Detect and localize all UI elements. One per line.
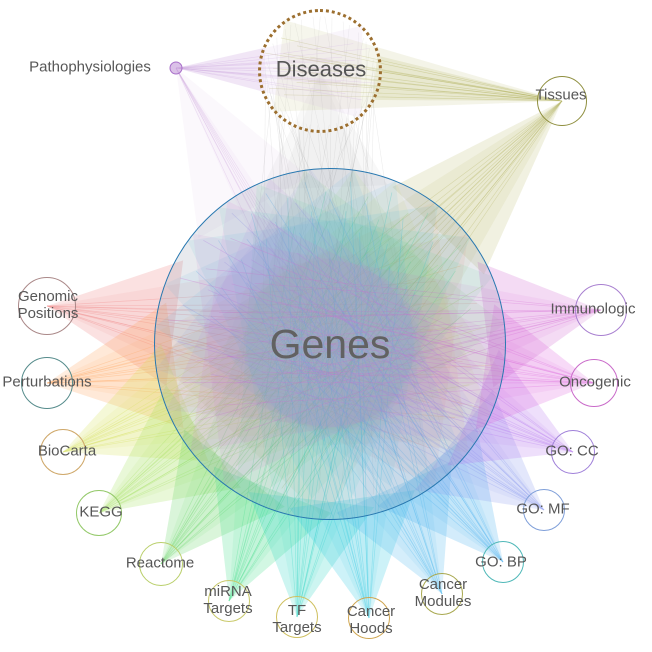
- node-label-go-cc[interactable]: GO: CC: [545, 442, 599, 460]
- node-label-immunologic[interactable]: Immunologic: [550, 300, 636, 318]
- node-label-diseases[interactable]: Diseases: [275, 56, 367, 82]
- node-cancer-hoods[interactable]: [348, 597, 390, 639]
- node-go-mf[interactable]: [523, 489, 565, 531]
- node-label-mirna-targets[interactable]: miRNA Targets: [203, 583, 253, 617]
- node-pathophysiologies[interactable]: [169, 61, 183, 75]
- node-label-genes[interactable]: Genes: [269, 321, 391, 368]
- node-reactome[interactable]: [139, 542, 183, 586]
- node-label-pathophysiologies[interactable]: Pathophysiologies: [29, 58, 151, 76]
- node-label-go-bp[interactable]: GO: BP: [475, 553, 527, 571]
- node-label-reactome[interactable]: Reactome: [125, 554, 195, 572]
- node-go-bp[interactable]: [482, 541, 524, 583]
- node-kegg[interactable]: [76, 490, 122, 536]
- node-label-tf-targets[interactable]: TF Targets: [272, 602, 322, 636]
- node-go-cc[interactable]: [551, 430, 595, 474]
- node-label-oncogenic[interactable]: Oncogenic: [559, 373, 631, 391]
- node-immunologic[interactable]: [575, 284, 627, 336]
- node-diseases[interactable]: [258, 9, 382, 133]
- node-perturbations[interactable]: [21, 357, 73, 409]
- node-label-go-mf[interactable]: GO: MF: [516, 500, 570, 518]
- node-label-tissues[interactable]: Tissues: [535, 86, 587, 104]
- node-label-kegg[interactable]: KEGG: [79, 503, 123, 521]
- node-oncogenic[interactable]: [570, 359, 618, 407]
- node-tf-targets[interactable]: [276, 596, 318, 638]
- node-label-biocarta[interactable]: BioCarta: [37, 442, 97, 460]
- node-label-genomic-positions[interactable]: Genomic Positions: [17, 288, 79, 322]
- node-cancer-modules[interactable]: [421, 573, 463, 615]
- node-label-cancer-modules[interactable]: Cancer Modules: [414, 576, 472, 610]
- node-biocarta[interactable]: [40, 429, 86, 475]
- node-label-perturbations[interactable]: Perturbations: [2, 373, 92, 391]
- node-mirna-targets[interactable]: [208, 580, 250, 622]
- node-genes[interactable]: [154, 168, 506, 520]
- node-tissues[interactable]: [537, 76, 587, 126]
- node-genomic-positions[interactable]: [18, 277, 76, 335]
- node-label-cancer-hoods[interactable]: Cancer Hoods: [346, 603, 396, 637]
